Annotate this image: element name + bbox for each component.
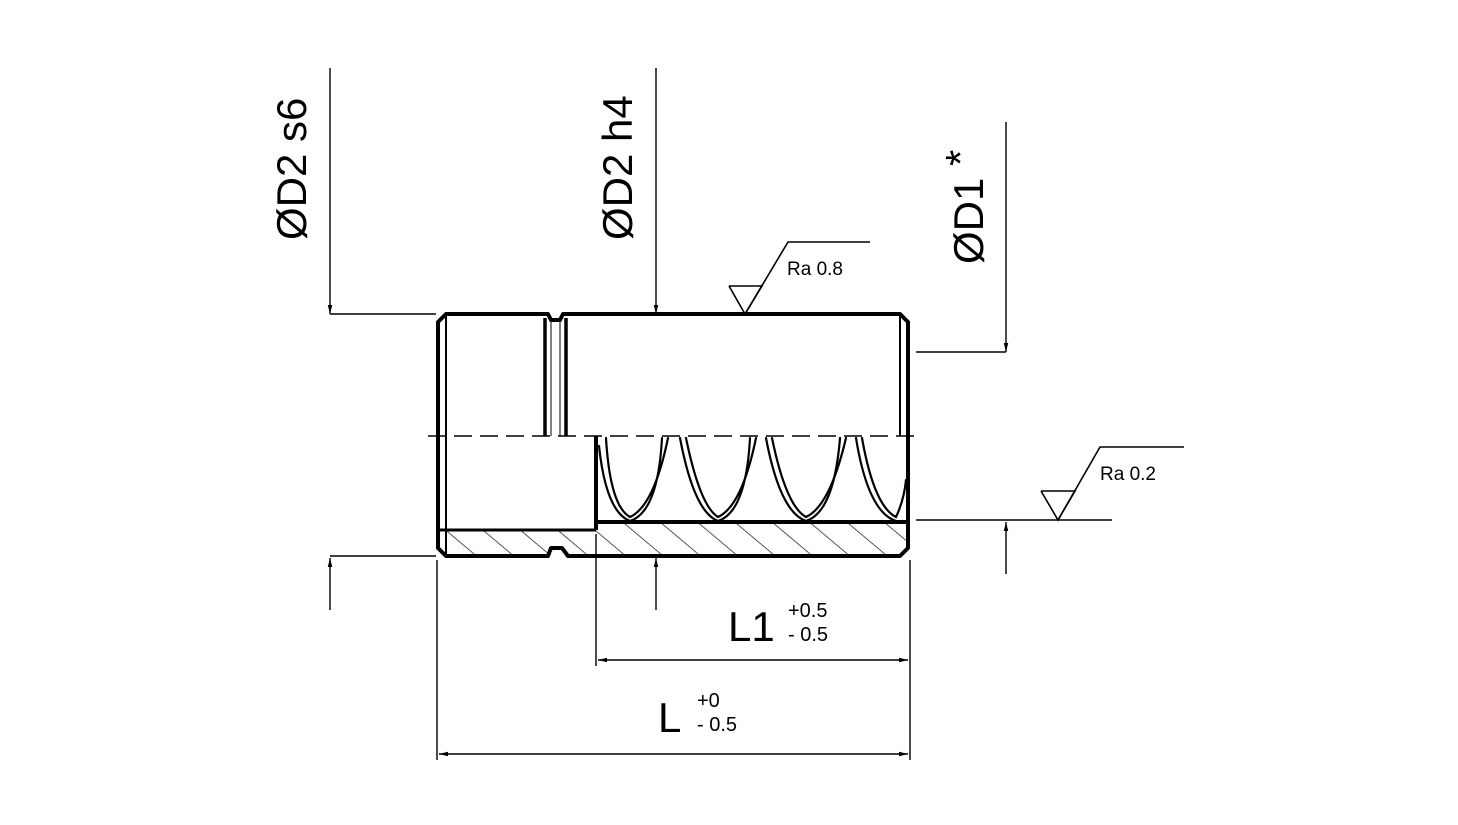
dimension-l1 [595,534,911,760]
spiral-groove [597,436,908,523]
groove [543,318,568,436]
label-l1: L1 [728,603,775,650]
label-l1-tol-lower: - 0.5 [788,624,828,646]
label-l-tol-lower: - 0.5 [697,714,737,736]
dimension-l [436,560,908,760]
surface-finish-symbol-top [728,241,870,316]
label-d1: ØD1 [945,178,992,264]
surface-finish-symbol-bottom [1040,446,1184,522]
label-d2-s6: ØD2 s6 [268,98,315,240]
label-d1-mark: * [937,150,984,166]
dimension-d1 [916,122,1112,574]
label-ra-bottom: Ra 0.2 [1100,464,1156,485]
bushing-outline [436,312,910,558]
label-l1-tol-upper: +0.5 [788,600,827,622]
label-l-tol-upper: +0 [697,690,720,712]
label-l: L [658,694,681,741]
label-d2-h4: ØD2 h4 [594,95,641,240]
dimension-d2-s6 [327,68,436,610]
section-hatch [438,522,908,556]
label-ra-top: Ra 0.8 [787,259,843,280]
